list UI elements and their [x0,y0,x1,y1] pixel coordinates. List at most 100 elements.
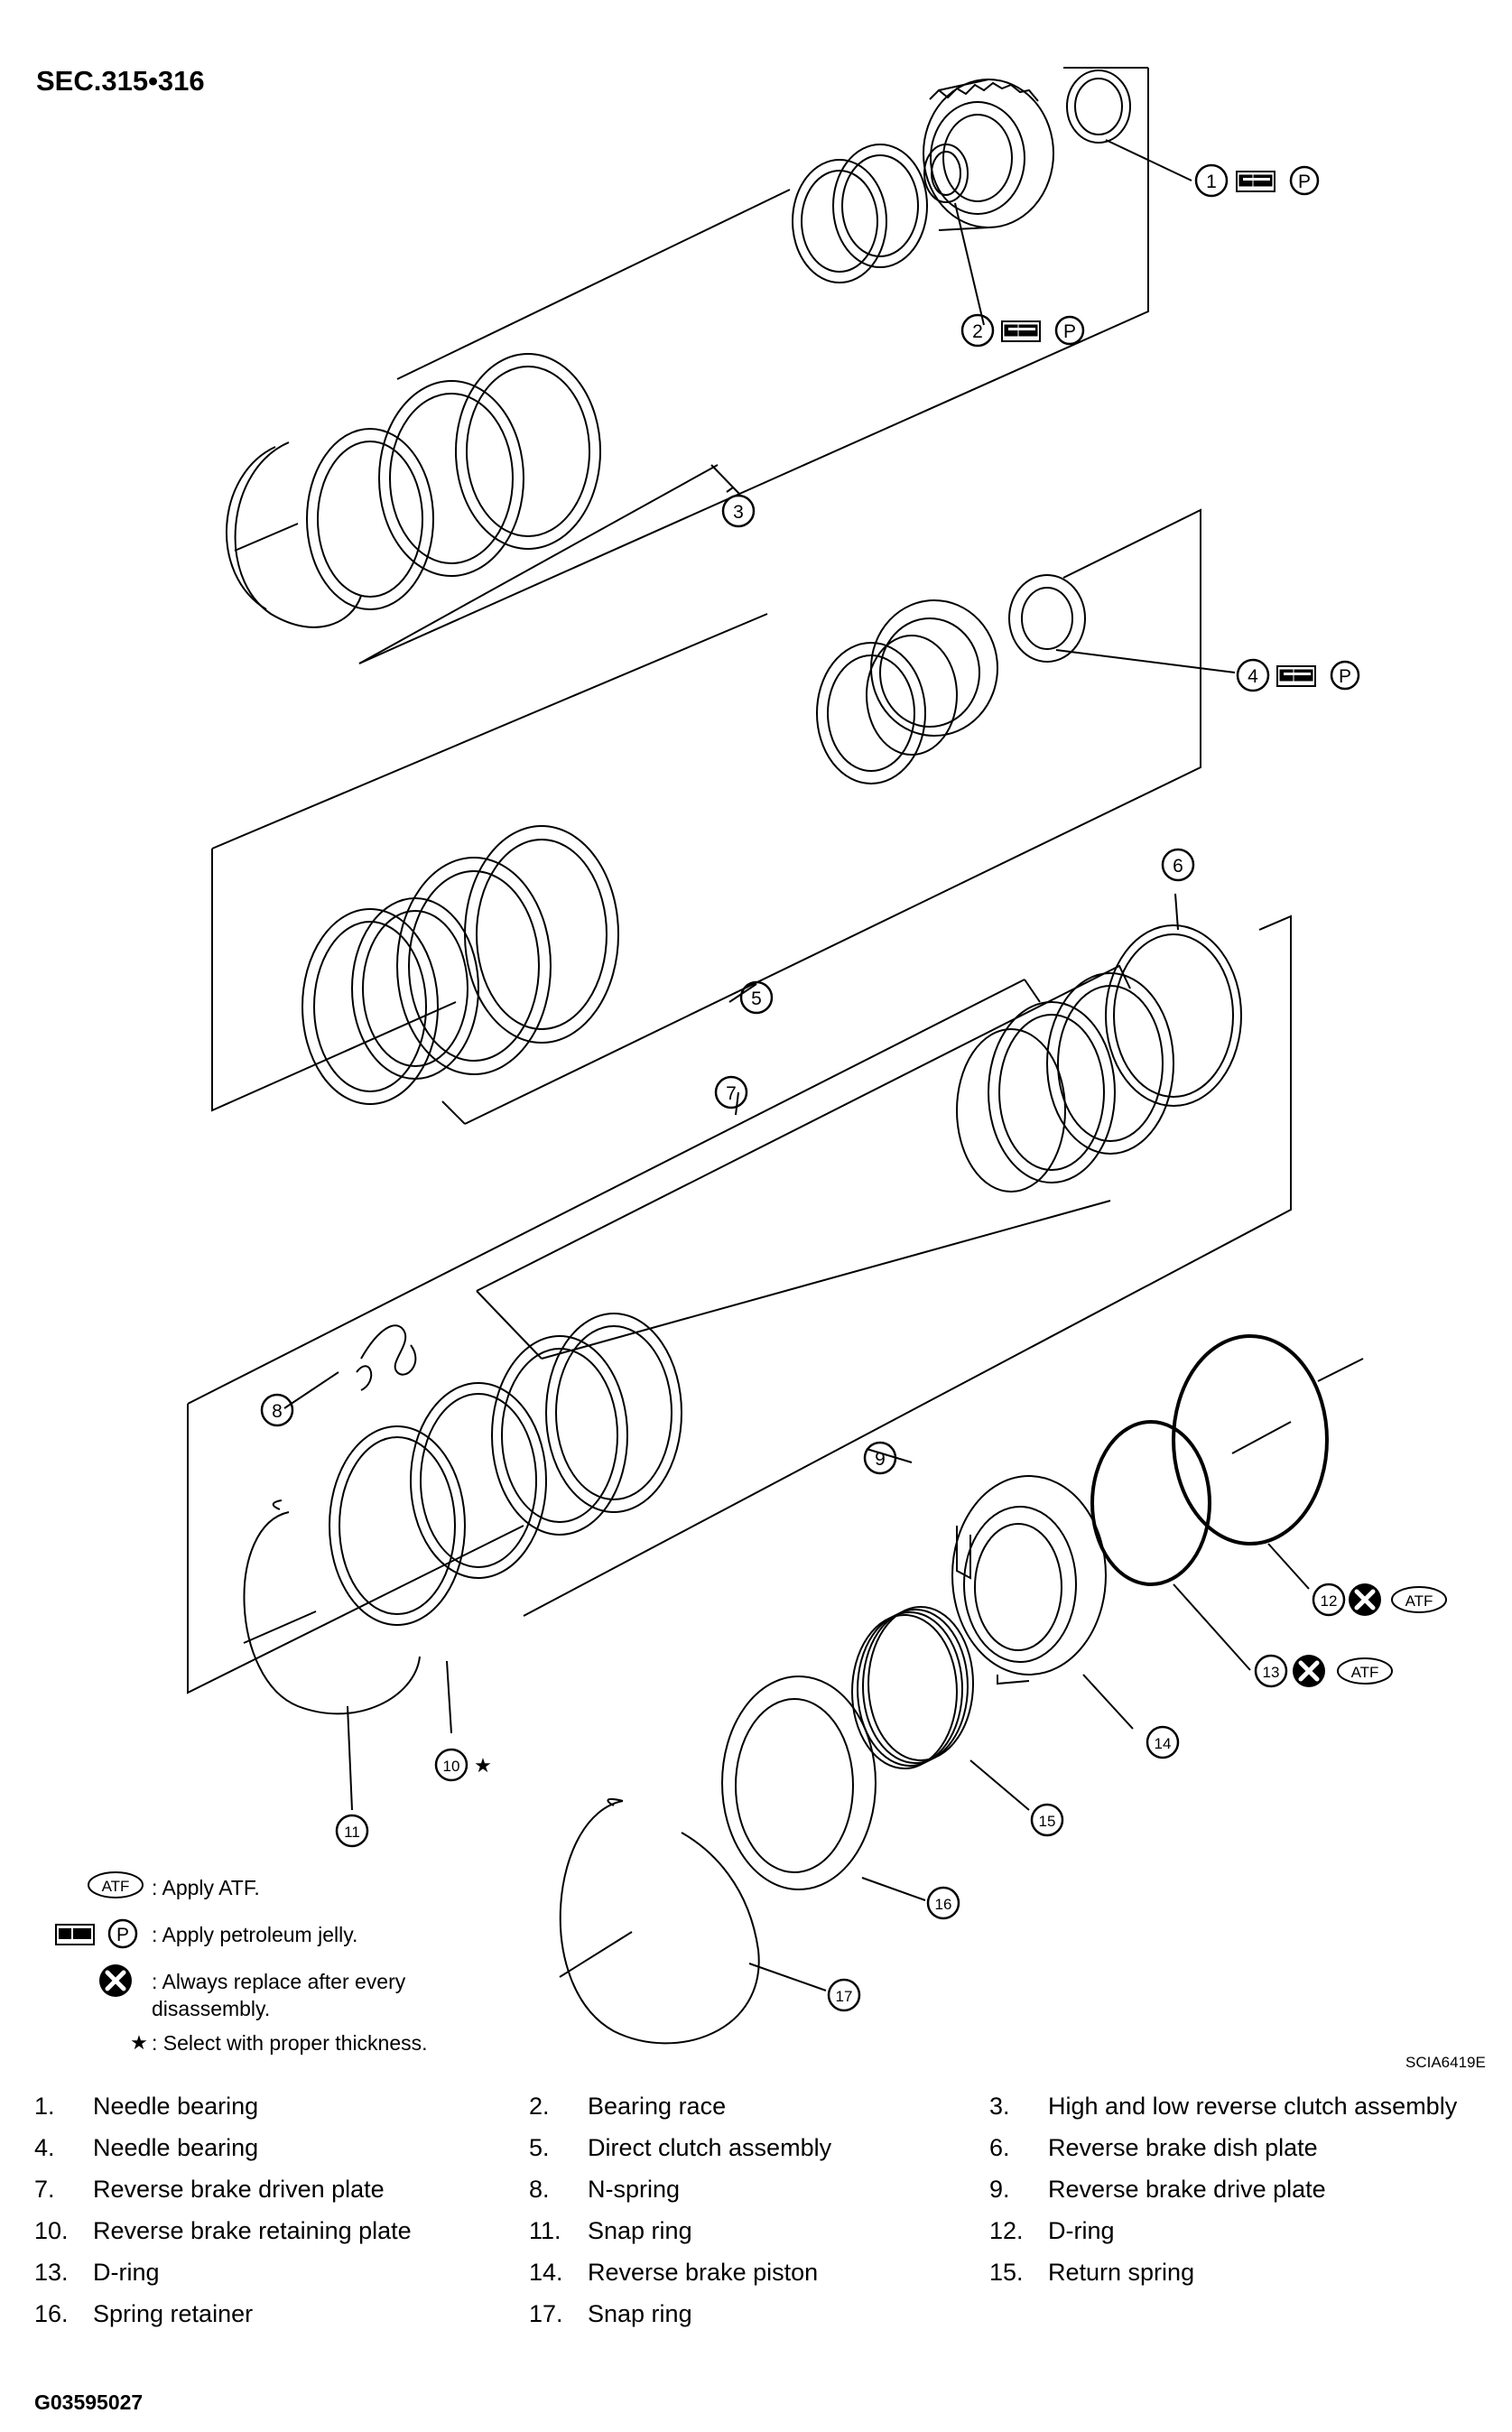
part-num: 2. [529,2093,550,2120]
atf-badge-icon: ATF [88,1871,144,1898]
part-num: 3. [989,2093,1010,2120]
figure-id: SCIA6419E [1405,2054,1486,2071]
leader-lines [283,139,1310,1991]
callout-9-num: 9 [875,1449,886,1470]
callout-16: 16 [926,1886,960,1920]
callout-13-num: 13 [1263,1664,1280,1681]
callout-17: 17 [827,1978,861,2012]
callout-12: 12 ATF [1312,1583,1447,1616]
part-name: Snap ring [588,2300,692,2327]
parts-row: 1.Needle bearing 2.Bearing race 3.High a… [34,2093,1497,2134]
callout-15-num: 15 [1039,1813,1056,1830]
part-name: Needle bearing [93,2093,259,2120]
part-name: D-ring [1048,2217,1115,2244]
clutch-5-parts [301,574,1086,1105]
part-num: 1. [34,2093,55,2120]
part-num: 7. [34,2176,55,2203]
star-icon: ★ [130,2031,148,2054]
callout-3: 3 [721,494,756,528]
legend-text-star: : Select with proper thickness. [152,2031,428,2055]
callout-16-num: 16 [935,1896,952,1913]
parts-row: 10. Reverse brake retaining plate 11. Snap… [34,2217,1497,2259]
bracket-reverse-brake [187,914,1292,1694]
callout-1: 1 P [1194,163,1320,198]
legend-row-star: ★ : Select with proper thickness. [52,2024,522,2071]
legend-text-atf: : Apply ATF. [152,1876,260,1899]
legend-row-replace: : Always replace after every disassembly… [52,1963,522,2024]
petroleum-mark: P [1063,321,1076,342]
legend-row-jelly: P : Apply petroleum jelly. [52,1916,522,1963]
callout-10-num: 10 [443,1758,460,1775]
callout-2-num: 2 [972,321,983,342]
replace-x-icon [1293,1655,1325,1687]
part-num: 11. [529,2217,561,2244]
callout-1-num: 1 [1206,172,1217,192]
document-id: G03595027 [34,2390,144,2414]
part-num: 5. [529,2134,550,2161]
part-num: 10. [34,2217,69,2244]
part-name: D-ring [93,2259,160,2286]
piston-parts [559,1334,1364,2045]
jelly-tube-icon: P [55,1918,138,1949]
part-name: Return spring [1048,2259,1195,2286]
part-name: Reverse brake drive plate [1048,2176,1326,2203]
part-name: Needle bearing [93,2134,259,2161]
part-name: Reverse brake dish plate [1048,2134,1318,2161]
parts-list: 1.Needle bearing 2.Bearing race 3.High a… [34,2093,1497,2342]
jelly-tube-icon [1276,665,1316,687]
part-num: 6. [989,2134,1010,2161]
parts-row: 4. Needle bearing 5. Direct clutch assembl… [34,2134,1497,2176]
callout-4-num: 4 [1248,666,1258,687]
replace-x-icon [99,1964,132,1997]
part-name: Reverse brake piston [588,2259,819,2286]
callout-3-num: 3 [733,502,744,523]
atf-badge: ATF [1405,1592,1433,1610]
part-num: 4. [34,2134,55,2161]
legend-text-replace: : Always replace after every disassembly… [152,1970,406,2020]
symbol-legend: ATF : Apply ATF. P : Apply petroleum jel… [52,1869,522,2071]
callout-12-num: 12 [1321,1592,1338,1610]
part-num: 9. [989,2176,1010,2203]
callout-11: 11 [335,1814,369,1848]
callout-6-num: 6 [1173,856,1183,877]
jelly-tube-icon [1001,320,1041,342]
callout-5: 5 [739,980,774,1015]
callout-4: 4 P [1236,658,1360,692]
parts-row: 13.D-ring 14.Reverse brake piston 15.Ret… [34,2259,1497,2300]
bracket-3 [358,67,1149,664]
callout-6: 6 [1161,848,1195,882]
callout-8: 8 [260,1393,294,1427]
part-name: Reverse brake retaining plate [93,2217,412,2244]
legend-row-atf: ATF : Apply ATF. [52,1869,522,1916]
part-num: 16. [34,2300,69,2327]
legend-text-jelly: : Apply petroleum jelly. [152,1923,358,1946]
parts-row: 7.Reverse brake driven plate 8.N-spring … [34,2176,1497,2217]
callout-5-num: 5 [751,989,762,1009]
part-name: Direct clutch assembly [588,2134,832,2161]
callout-7-num: 7 [726,1083,737,1104]
callout-14-num: 14 [1155,1735,1172,1752]
parts-row: 16. Spring retainer 17. Snap ring [34,2300,1497,2342]
callout-15: 15 [1030,1803,1064,1837]
part-num: 13. [34,2259,69,2286]
replace-x-icon [1349,1583,1381,1616]
svg-text:★: ★ [130,2031,148,2054]
callout-2: 2 P [960,313,1085,348]
part-num: 17. [529,2300,563,2327]
petroleum-mark: P [1298,172,1311,192]
callout-9: 9 [863,1441,897,1475]
part-name: High and low reverse clutch assembly [1048,2093,1458,2120]
reverse-brake-parts [243,924,1242,1715]
part-name: Spring retainer [93,2300,254,2327]
section-title: SEC.315•316 [36,65,205,97]
part-num: 12. [989,2217,1024,2244]
part-name: N-spring [588,2176,681,2203]
part-num: 15. [989,2259,1024,2286]
callout-10: 10 ★ [434,1748,492,1782]
callout-7: 7 [714,1075,748,1109]
callout-14: 14 [1146,1725,1180,1759]
part-name: Snap ring [588,2217,692,2244]
clutch-3-parts [225,70,1131,628]
callout-8-num: 8 [272,1401,283,1422]
